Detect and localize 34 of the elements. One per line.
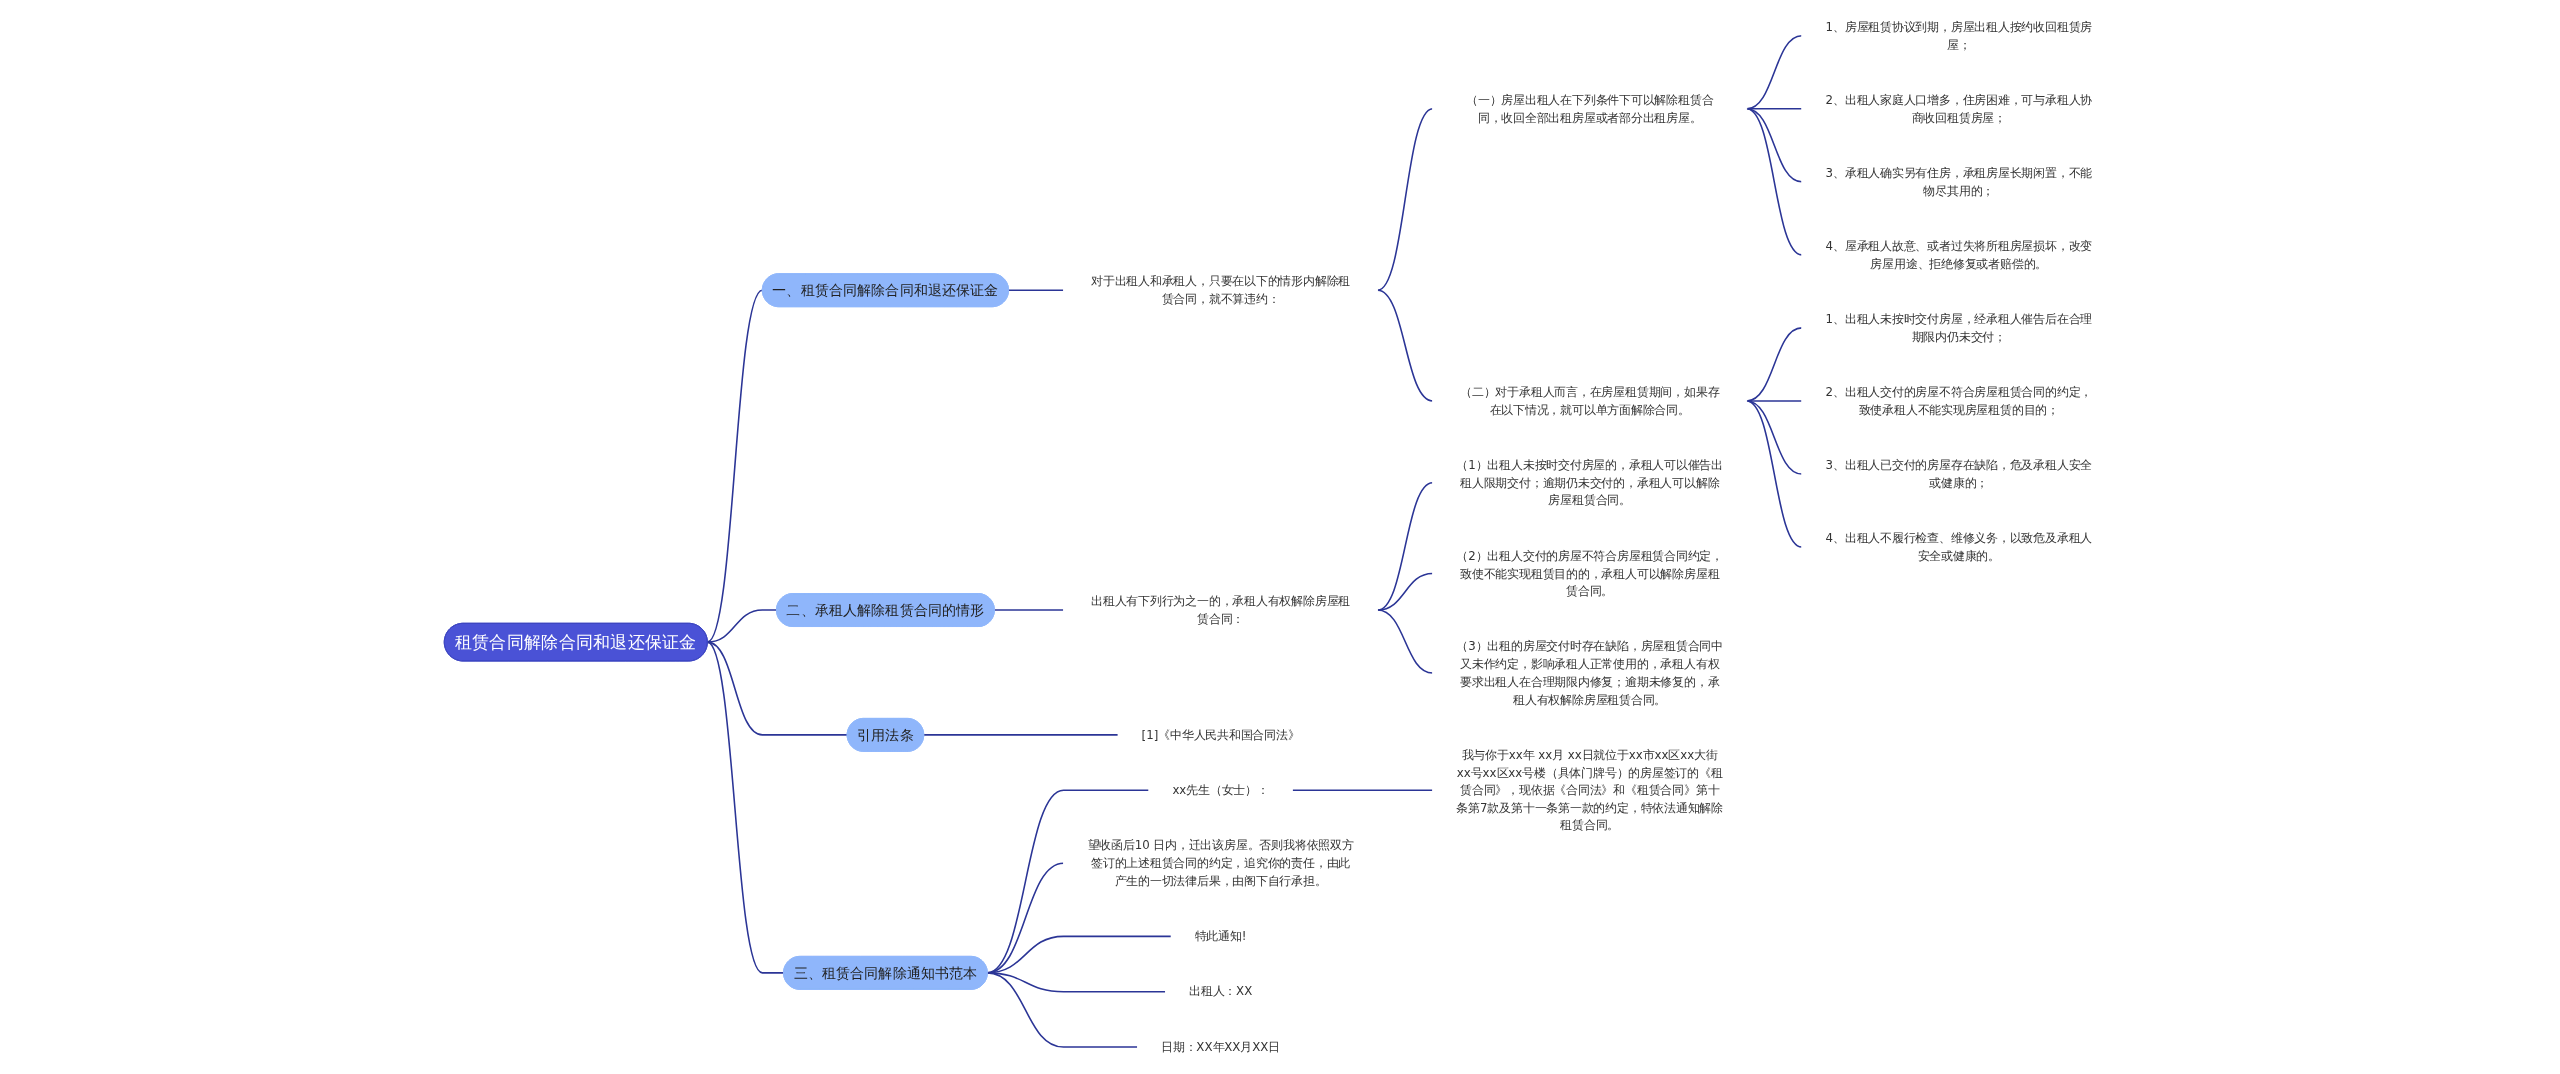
connector <box>1745 108 1803 256</box>
node-text: 2、出租人家庭人口增多，住房困难，可与承租人协商收回租赁房屋； <box>1825 92 2093 125</box>
connector <box>706 641 785 974</box>
connector <box>1376 108 1434 291</box>
node-text: 1、出租人未按时交付房屋，经承租人催告后在合理期限内仍未交付； <box>1825 311 2093 344</box>
connector <box>706 289 764 643</box>
node-text: [1]《中华人民共和国合同法》 <box>1141 727 1300 742</box>
connector <box>1745 400 1803 548</box>
node-text: 对于出租人和承租人，只要在以下的情形内解除租赁合同，就不算违约： <box>1090 274 1351 306</box>
node-text: 4、出租人不履行检查、维修义务，以致危及承租人安全或健康的。 <box>1825 530 2093 563</box>
node-text: 望收函后10 日内，迁出该房屋。否则我将依照双方签订的上述租赁合同的约定，追究你的责任，由此产生的一切法律后果，由阁下自行承担。 <box>1087 838 1354 888</box>
connector <box>1376 609 1434 674</box>
node-text: （3）出租的房屋交付时存在缺陷，房屋租赁合同中又未作约定，影响承租人正常使用的，承租人有权要求出租人在合理期限内修复；逾期未修复的，承租人有权解除房屋租赁合同。 <box>1456 639 1723 707</box>
node-text: 出租人有下列行为之一的，承租人有权解除房屋租赁合同： <box>1090 593 1351 626</box>
node-text: 1、房屋租赁协议到期，房屋出租人按约收回租赁房屋； <box>1825 19 2093 52</box>
node-text: 日期：XX年XX月XX日 <box>1160 1039 1281 1054</box>
node-text: 特此通知! <box>1194 929 1247 944</box>
connector <box>1376 289 1434 402</box>
connector <box>706 641 848 736</box>
node-text: 3、出租人已交付的房屋存在缺陷，危及承租人安全或健康的； <box>1825 457 2093 490</box>
node-text: （一）房屋出租人在下列条件下可以解除租赁合同，收回全部出租房屋或者部分出租房屋。 <box>1465 92 1714 125</box>
node-text: xx先生（女士）： <box>1172 783 1269 798</box>
node-text: （1）出租人未按时交付房屋的，承租人可以催告出租人限期交付；逾期仍未交付的，承租人可以解除房屋租赁合同。 <box>1456 457 1723 508</box>
node-text: 我与你于xx年 xx月 xx日就位于xx市xx区xx大街xx号xx区xx号楼（具体门牌号）的房屋签订的《租赁合同》，现依据《合同法》和《租赁合同》第十条第7款及第十一条第一款的约定，特依法通知解除租赁合同。 <box>1456 747 1723 833</box>
node-text: （二）对于承租人而言，在房屋租赁期间，如果存在以下情况，就可以单方面解除合同。 <box>1460 384 1720 417</box>
node-text: 4、屋承租人故意、或者过失将所租房屋损坏，改变房屋用途、拒绝修复或者赔偿的。 <box>1825 238 2093 271</box>
node-text: 出租人：XX <box>1188 984 1253 999</box>
node-text: （2）出租人交付的房屋不符合房屋租赁合同约定，致使不能实现租赁目的的，承租人可以解除房屋租赁合同。 <box>1456 548 1723 599</box>
node-text: 2、出租人交付的房屋不符合房屋租赁合同的约定，致使承租人不能实现房屋租赁的目的； <box>1825 384 2093 417</box>
connector <box>1291 789 1434 792</box>
node-text: 3、承租人确实另有住房，承租房屋长期闲置，不能物尽其用的； <box>1825 165 2093 198</box>
connector <box>1007 289 1065 291</box>
connector <box>993 609 1065 611</box>
connector <box>922 734 1119 736</box>
